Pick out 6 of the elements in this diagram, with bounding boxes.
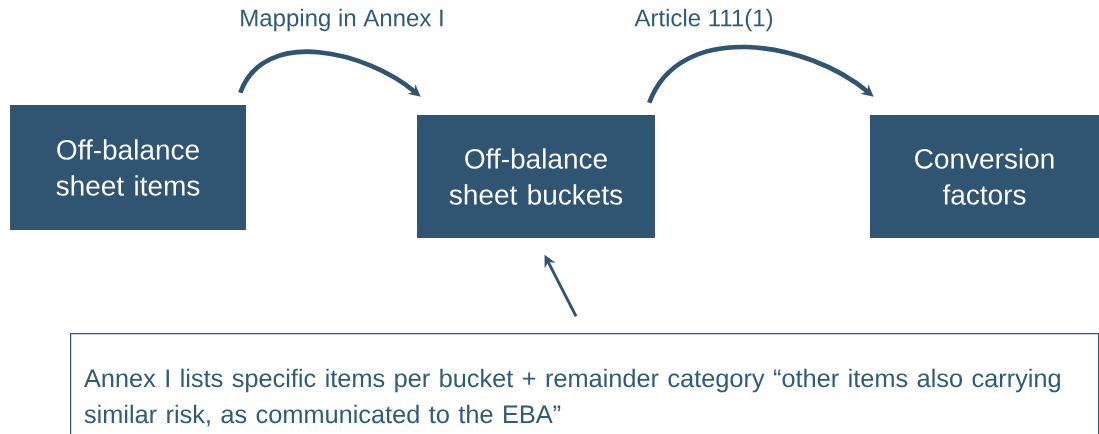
edge-label: Article 111(1) — [634, 8, 773, 32]
note-box: Annex I lists specific items per bucket + remainder category “other items also carrying similar risk, as communicated to the EBA” — [70, 333, 1099, 434]
process-box: Off-balance sheet items — [10, 104, 246, 231]
process-box: Conversion factors — [869, 115, 1099, 238]
process-box: Off-balance sheet buckets — [417, 115, 655, 238]
edge-label: Mapping in Annex I — [241, 8, 443, 32]
